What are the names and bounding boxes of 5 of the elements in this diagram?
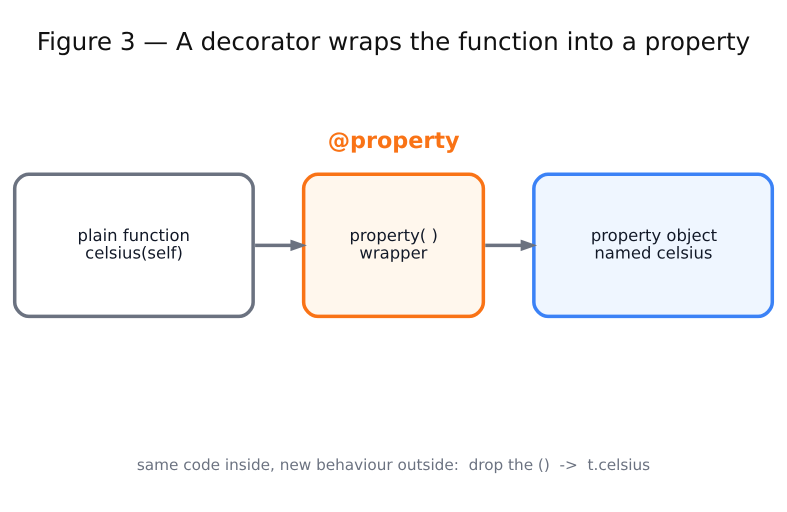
- diagram-title: Figure 3 — A decorator wraps the function into a property: [36, 26, 750, 56]
- arrow: [255, 239, 307, 251]
- label: same code inside, new behaviour outside: drop the () -> t.celsius: [136, 456, 650, 474]
- node-label: @property: [328, 128, 460, 154]
- arrow: [485, 239, 538, 251]
